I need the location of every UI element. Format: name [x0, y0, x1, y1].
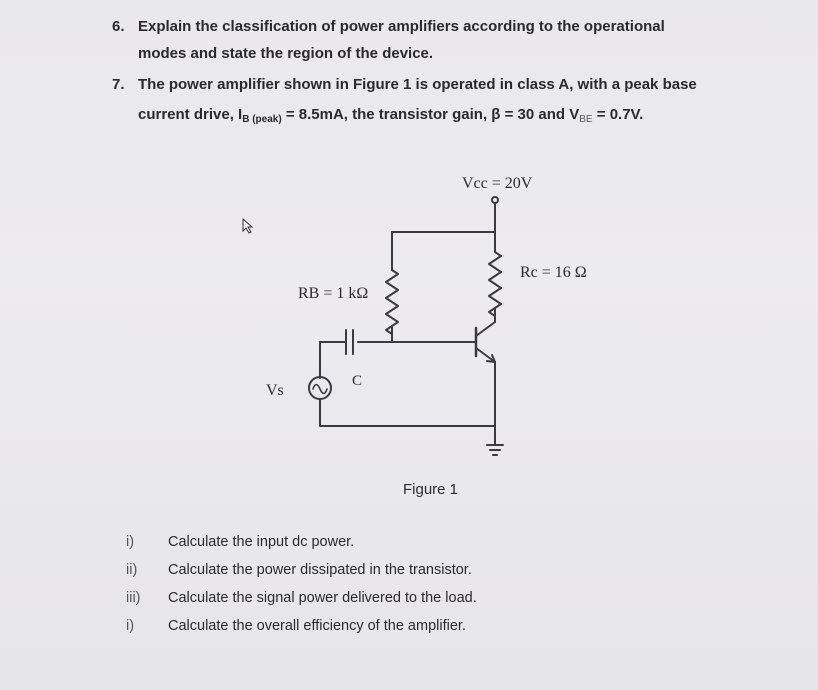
vs-label: Vs	[266, 382, 284, 399]
capacitor-c	[345, 329, 354, 355]
rc-label: Rc = 16 Ω	[520, 264, 587, 281]
emitter-arrow	[486, 354, 496, 363]
sine-glyph	[312, 383, 328, 395]
rc-resistor	[488, 251, 502, 317]
question-number: 6.	[112, 18, 125, 35]
ground-symbol	[486, 444, 504, 456]
question-number: 7.	[112, 76, 125, 93]
c-label: C	[352, 373, 362, 389]
cursor-icon	[242, 217, 254, 234]
rb-label: RB = 1 kΩ	[298, 285, 368, 302]
wire	[319, 398, 496, 427]
question-text-line: current drive, IB (peak) = 8.5mA, the tr…	[138, 106, 644, 125]
question-text-line: modes and state the region of the device…	[138, 45, 434, 62]
question-text-line: Explain the classification of power ampl…	[138, 18, 665, 35]
rb-resistor	[385, 269, 399, 335]
figure-caption: Figure 1	[403, 481, 459, 498]
transistor-collector	[475, 321, 496, 337]
question-text-line: The power amplifier shown in Figure 1 is…	[138, 76, 697, 93]
vcc-label: Vcc = 20V	[462, 175, 533, 192]
transistor-emitter	[475, 347, 496, 363]
